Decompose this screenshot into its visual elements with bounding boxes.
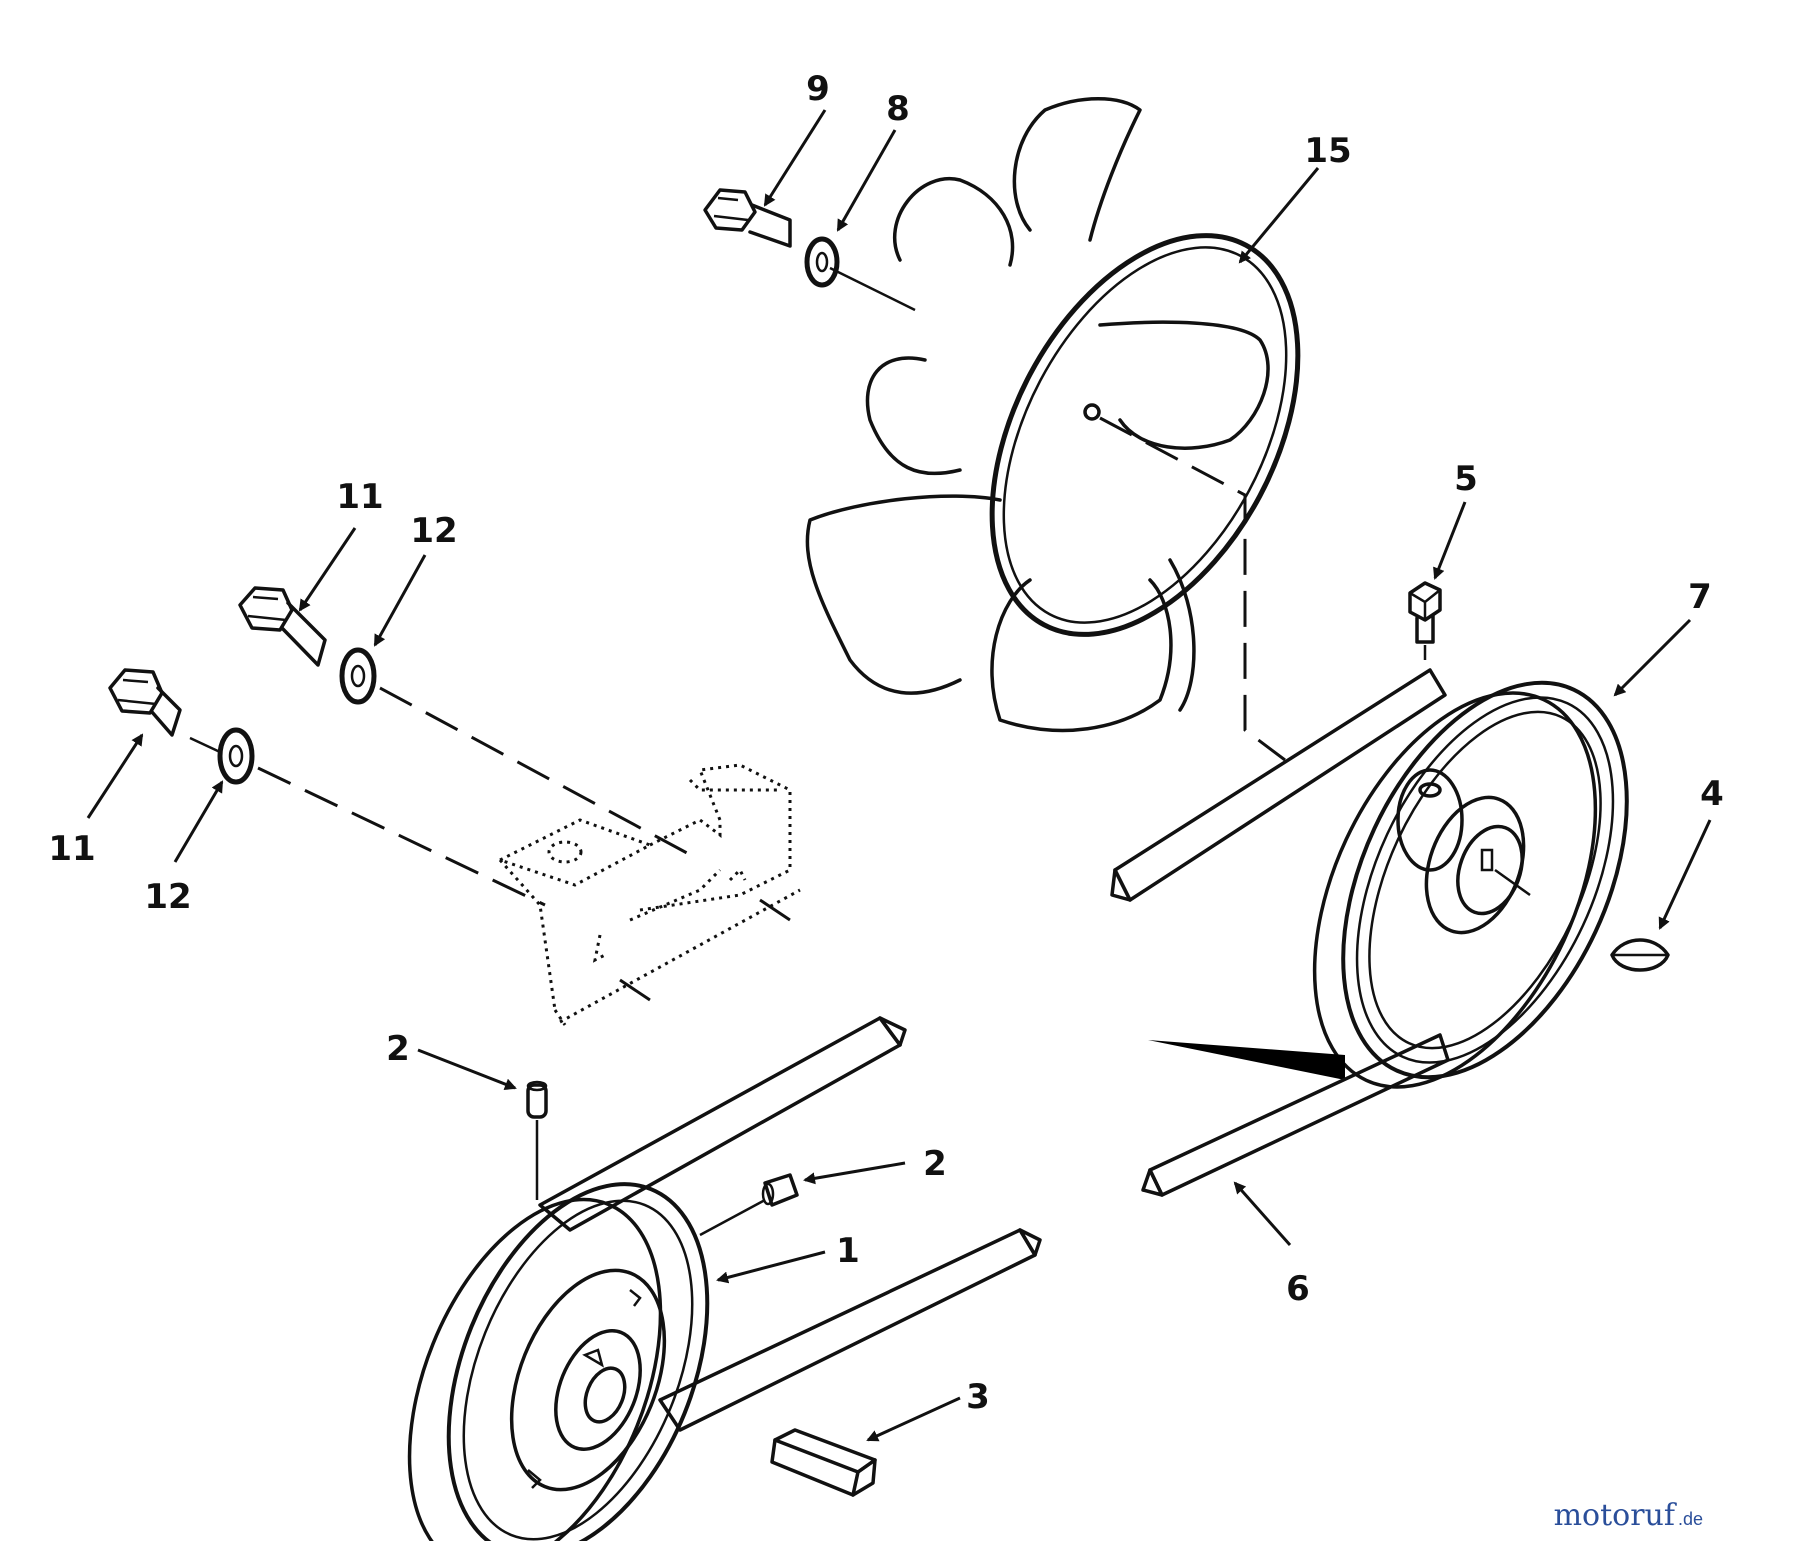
arrow-3 — [866, 1396, 961, 1442]
bolt-11-lower-shaft-line — [189, 736, 221, 754]
square-key-3 — [770, 1428, 877, 1497]
washer-8 — [804, 236, 840, 288]
bolt-9 — [703, 188, 792, 248]
belt-lower-run — [1141, 1033, 1450, 1197]
pulley-7-hub — [1396, 768, 1526, 935]
set-screw-2-angled — [761, 1173, 799, 1207]
arrow-6 — [1233, 1181, 1292, 1246]
set-screw-2-vertical — [526, 1080, 548, 1119]
washer-8-axis-line — [829, 266, 916, 312]
watermark-tld: .de — [1678, 1509, 1703, 1529]
arrow-2-lower — [803, 1161, 906, 1185]
fan-blades — [805, 97, 1270, 733]
arrow-12-lower — [173, 780, 224, 863]
arrow-11-lower — [86, 733, 144, 819]
belt-upper-run — [1110, 668, 1447, 902]
callout-12-lower: 12 — [144, 877, 191, 917]
callout-2-lower: 2 — [923, 1144, 947, 1184]
washer-12-lower — [217, 727, 255, 785]
pulley-7 — [1312, 680, 1629, 1089]
callout-8: 8 — [886, 89, 910, 129]
callout-labels: 9 8 15 11 12 11 12 5 7 4 6 2 2 1 3 — [48, 69, 1724, 1417]
arrow-11-upper — [298, 527, 357, 612]
callout-6: 6 — [1286, 1269, 1310, 1309]
bolt-11-lower — [108, 668, 182, 737]
pulley-1 — [407, 1182, 710, 1541]
washer-12-upper — [339, 647, 377, 705]
set-screw-2-angled-line — [699, 1198, 766, 1237]
fan-assembly — [805, 97, 1301, 733]
callout-11-lower: 11 — [48, 829, 95, 869]
callout-3: 3 — [966, 1377, 990, 1417]
arrow-9 — [763, 109, 827, 207]
arrow-8 — [836, 129, 897, 232]
callout-11-upper: 11 — [336, 477, 383, 517]
callout-1: 1 — [836, 1231, 860, 1271]
bracket-detail-line — [619, 978, 651, 1002]
arrow-15 — [1238, 167, 1320, 264]
callout-5: 5 — [1454, 459, 1478, 499]
belt-lower-left-lower-run — [658, 1228, 1042, 1432]
callout-4: 4 — [1700, 774, 1724, 814]
arrow-5 — [1433, 501, 1467, 580]
fan-hub-hole — [1083, 403, 1101, 421]
callout-12-upper: 12 — [410, 511, 457, 551]
callout-15: 15 — [1304, 131, 1351, 171]
arrow-12-upper — [373, 554, 427, 647]
fan-ring — [989, 233, 1301, 637]
watermark-brand: motoruf — [1554, 1498, 1677, 1533]
arrow-4 — [1658, 819, 1712, 930]
bracket-detail-line-2 — [759, 898, 791, 922]
arrow-1 — [716, 1250, 826, 1284]
bolt-11-upper-axis-line — [379, 686, 701, 862]
callout-2-upper: 2 — [386, 1029, 410, 1069]
woodruff-key-4 — [1610, 938, 1670, 972]
set-screw-5 — [1408, 581, 1442, 644]
watermark-logo: motoruf .de — [1554, 1498, 1703, 1533]
bolt-11-upper — [238, 586, 327, 667]
fan-axis-line — [1099, 416, 1286, 762]
arrow-2-upper — [417, 1048, 517, 1090]
callout-9: 9 — [806, 69, 830, 109]
mounting-bracket — [496, 763, 801, 1026]
belt-lower-left-upper-run — [538, 1016, 907, 1232]
arrow-7 — [1613, 618, 1692, 697]
pulley-7-axis-line — [1494, 868, 1531, 897]
bolt-11-lower-axis-line — [257, 766, 546, 907]
callout-7: 7 — [1688, 577, 1712, 617]
callout-arrows — [86, 109, 1712, 1442]
